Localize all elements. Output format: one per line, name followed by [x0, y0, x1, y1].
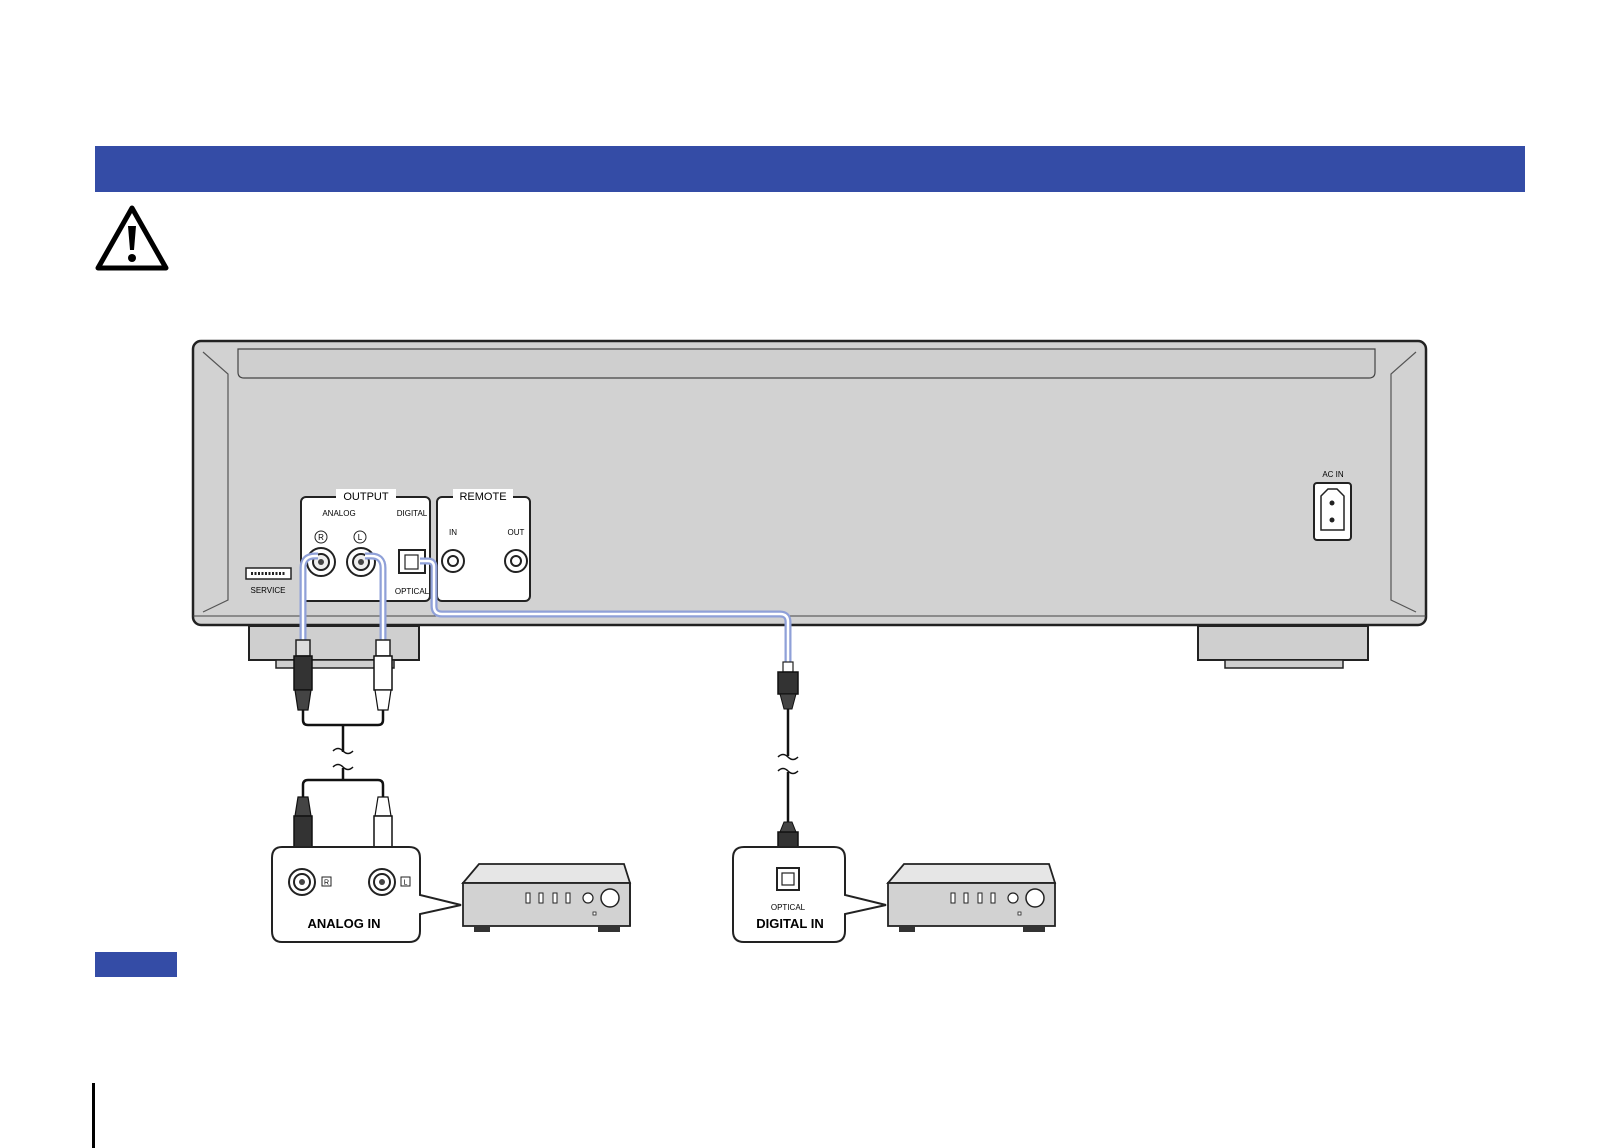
cable-break-icon: [778, 755, 798, 774]
digital-label: DIGITAL: [397, 509, 428, 518]
cable-break-icon: [333, 749, 353, 770]
analog-cable: [303, 710, 383, 797]
jack-l-label: L: [358, 533, 363, 542]
digital-in-optical-label: OPTICAL: [771, 903, 806, 912]
remote-out-label: OUT: [508, 528, 525, 537]
note-tag: [95, 952, 177, 977]
digital-in-title: DIGITAL IN: [756, 916, 823, 931]
analog-plug-l-upper: [374, 640, 392, 710]
ac-in-socket: [1314, 483, 1351, 540]
remote-in-jack: [442, 550, 464, 572]
remote-out-jack: [505, 550, 527, 572]
analog-in-l-jack: [369, 869, 395, 895]
analog-label: ANALOG: [322, 509, 355, 518]
amplifier-2: [888, 864, 1055, 932]
analog-plug-r-upper: [294, 640, 312, 710]
analog-out-r-jack: [307, 548, 335, 576]
analog-in-r-jack: [289, 869, 315, 895]
page-edge-rule: [92, 1083, 95, 1148]
service-port: [246, 568, 291, 579]
analog-in-r-label: R: [324, 880, 329, 887]
amplifier-1: [463, 864, 630, 932]
output-label: OUTPUT: [343, 491, 389, 503]
analog-in-l-label: L: [404, 880, 408, 887]
remote-label: REMOTE: [459, 491, 506, 503]
service-label: SERVICE: [251, 586, 286, 595]
optical-label: OPTICAL: [395, 587, 430, 596]
remote-section: [437, 497, 530, 601]
optical-plug-upper: [778, 662, 798, 709]
analog-out-l-jack: [347, 548, 375, 576]
optical-in-jack: [777, 868, 799, 890]
jack-r-label: R: [318, 533, 324, 542]
remote-in-label: IN: [449, 528, 457, 537]
ac-in-label: AC IN: [1322, 470, 1344, 479]
analog-in-title: ANALOG IN: [308, 916, 381, 931]
